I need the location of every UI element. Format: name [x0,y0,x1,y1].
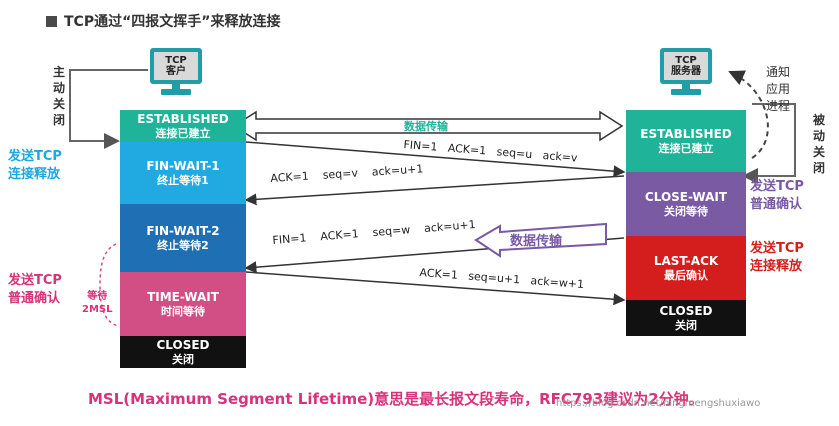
state-name: FIN-WAIT-1 [146,159,220,174]
label-line: 发送TCP [8,273,62,288]
state-desc: 连接已建立 [658,141,714,155]
state-desc: 终止等待2 [157,238,209,252]
title-bullet [46,16,57,27]
server-pc-label-2: 服务器 [671,66,701,77]
client-state-established: ESTABLISHED 连接已建立 [120,110,246,142]
client-active-close-line [69,69,148,149]
label-line: 连接释放 [8,167,61,182]
state-desc: 最后确认 [664,268,708,282]
data-transfer-mid-label: 数据传输 [510,234,563,249]
msg-arrow-2 [244,175,625,206]
state-name: ESTABLISHED [640,127,732,142]
data-transfer-double-arrow [232,110,624,142]
server-send-ack-label: 发送TCP 普通确认 [750,178,804,214]
client-computer-icon: TCP 客户 [150,48,202,95]
server-state-closed: CLOSED 关闭 [626,300,746,336]
label-line: 连接释放 [750,259,803,274]
msg-arrow-4 [245,271,626,306]
label-line: 2MSL [82,304,113,315]
notify-app-arc [728,70,769,159]
server-state-close-wait: CLOSE-WAIT 关闭等待 [626,172,746,236]
state-desc: 连接已建立 [155,126,211,140]
server-send-release-label: 发送TCP 连接释放 [750,240,804,276]
label-line: 发送TCP [750,179,804,194]
footer-note: MSL(Maximum Segment Lifetime)意思是最长报文段寿命，… [88,390,704,408]
client-state-time-wait: TIME-WAIT 时间等待 [120,272,246,336]
state-name: TIME-WAIT [147,290,219,305]
state-name: CLOSED [156,338,210,353]
state-desc: 关闭 [675,318,697,332]
state-name: CLOSE-WAIT [644,190,728,205]
label-line: 普通确认 [750,197,803,212]
client-state-fin-wait-1: FIN-WAIT-1 终止等待1 [120,142,246,204]
client-state-closed: CLOSED 关闭 [120,336,246,368]
label-line: 发送TCP [8,149,62,164]
server-state-established: ESTABLISHED 连接已建立 [626,110,746,172]
label-line: 普通确认 [8,291,61,306]
state-name: ESTABLISHED [137,112,229,127]
page-title: TCP通过“四报文挥手”来释放连接 [64,14,281,30]
state-desc: 时间等待 [161,304,205,318]
label-line: 进程 [766,99,791,113]
state-name: CLOSED [659,304,713,319]
server-computer-icon: TCP 服务器 [660,48,712,95]
client-send-release-label: 发送TCP 连接释放 [8,148,62,184]
client-pc-label-2: 客户 [166,66,186,77]
client-pc-label-1: TCP [165,54,187,66]
watermark: https://blog.csdn.net/ningmengshuxiawo [556,398,761,409]
wait-2msl-label: 等待 2MSL [82,290,112,316]
state-desc: 关闭 [172,352,194,366]
label-line: 发送TCP [750,241,804,256]
data-transfer-top-label: 数据传输 [404,120,448,133]
label-line: 通知 [766,65,791,79]
data-transfer-purple-arrow [474,222,607,258]
client-state-fin-wait-2: FIN-WAIT-2 终止等待2 [120,204,246,272]
state-desc: 关闭等待 [664,204,708,218]
wait-2msl-brace [99,243,119,327]
server-passive-close-label: 被 动 关 闭 [812,113,825,175]
client-active-close-label: 主 动 关 闭 [52,65,65,127]
server-passive-close-line [748,103,796,177]
server-notify-app-label: 通知 应用 进程 [766,64,790,115]
server-state-last-ack: LAST-ACK 最后确认 [626,236,746,300]
msg-arrow-1 [245,141,626,178]
label-line: 等待 [87,291,108,302]
state-name: FIN-WAIT-2 [146,224,220,239]
state-name: LAST-ACK [653,254,719,269]
server-pc-label-1: TCP [675,54,697,66]
state-desc: 终止等待1 [157,173,209,187]
client-send-ack-label: 发送TCP 普通确认 [8,272,62,308]
label-line: 应用 [766,82,791,96]
